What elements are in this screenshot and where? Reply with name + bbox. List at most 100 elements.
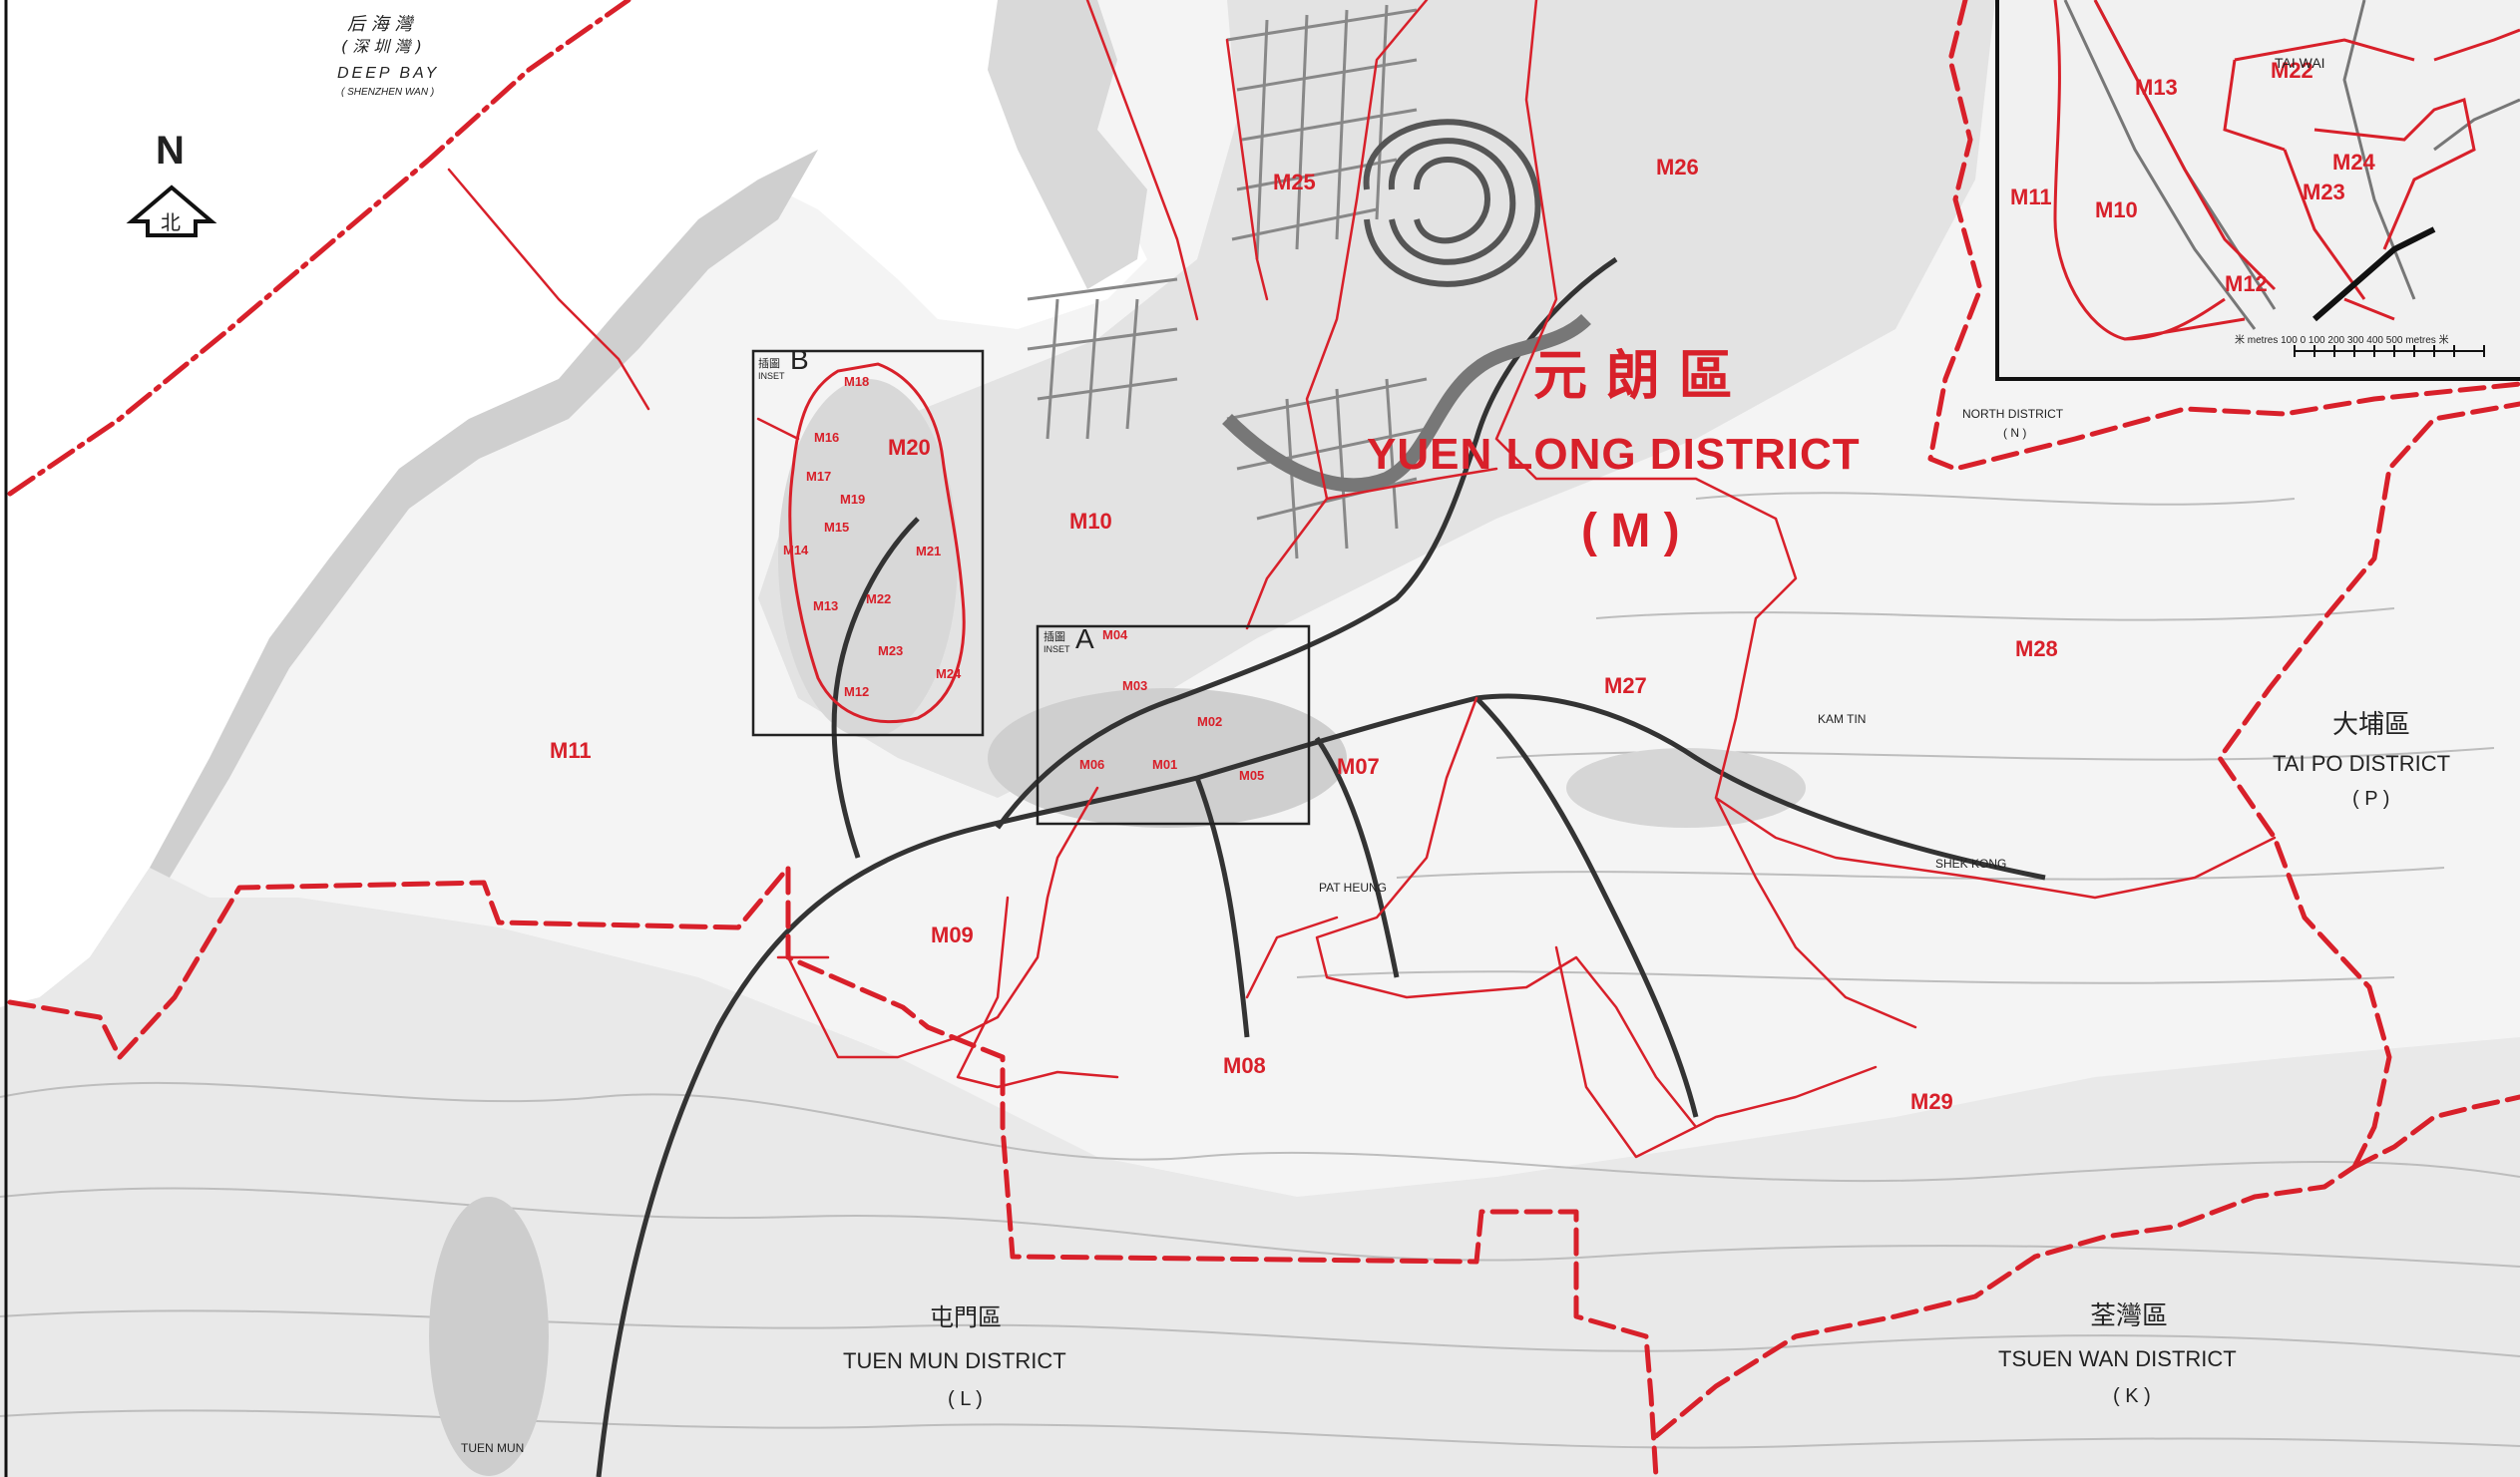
deep-bay-sea [0, 0, 1147, 1007]
area-m20[interactable]: M20 [888, 435, 931, 460]
north-chinese: 北 [161, 210, 181, 234]
tai-po-code: ( P ) [2352, 788, 2389, 810]
tr-inset-m13[interactable]: M13 [2135, 75, 2178, 100]
contours-pattern [0, 492, 2520, 1449]
inset-b-zh: 插圖 [758, 356, 780, 370]
inset-b-labels[interactable]: M18 M16 M17 M19 M15 M14 M21 M22 M13 M23 … [783, 374, 962, 699]
inset-b-m19[interactable]: M19 [840, 492, 865, 507]
area-m26[interactable]: M26 [1656, 155, 1699, 180]
inset-a-m05[interactable]: M05 [1239, 768, 1264, 783]
shenzhen-boundary [7, 0, 631, 497]
area-m10[interactable]: M10 [1069, 509, 1112, 534]
sea-name-zh: 后 海 灣 [347, 14, 414, 35]
inset-b-m15[interactable]: M15 [824, 520, 849, 535]
sea-name-en: DEEP BAY [337, 65, 439, 82]
main-roads [596, 256, 2046, 1477]
place-pat-heung: PAT HEUNG [1319, 881, 1387, 895]
tai-po-east-boundary [2351, 1094, 2520, 1170]
tuen-mun-boundary [7, 865, 1659, 1477]
inset-b-frame[interactable]: B 插圖 INSET [751, 344, 985, 737]
inset-boundaries [2053, 0, 2520, 341]
area-m08[interactable]: M08 [1223, 1053, 1266, 1078]
tuen-mun-code: ( L ) [948, 1388, 983, 1410]
area-m09[interactable]: M09 [931, 923, 974, 947]
inset-a-frame[interactable]: A 插圖 INSET [1036, 623, 1311, 826]
inset-b-en: INSET [758, 371, 785, 381]
inset-a-labels[interactable]: M04 M03 M02 M06 M01 M05 [1079, 627, 1264, 783]
area-m28[interactable]: M28 [2015, 636, 2058, 661]
tr-inset-place: TAI WAI [2275, 55, 2325, 71]
inset-b-m13[interactable]: M13 [813, 598, 838, 613]
north-arrow: N 北 [126, 129, 217, 237]
north-district-code: ( N ) [2003, 426, 2026, 440]
scale-bar [2294, 345, 2485, 357]
inset-a-m06[interactable]: M06 [1079, 757, 1104, 772]
inset-a-m04[interactable]: M04 [1102, 627, 1128, 642]
tai-po-name-zh: 大埔區 [2332, 710, 2410, 740]
area-m25[interactable]: M25 [1273, 170, 1316, 194]
tai-po-boundary [2217, 401, 2520, 1170]
area-m29[interactable]: M29 [1910, 1089, 1953, 1114]
neighbour-labels: NORTH DISTRICT ( N ) 大埔區 TAI PO DISTRICT… [843, 407, 2450, 1410]
coastal-fringe [40, 150, 818, 1007]
inset-b-m18[interactable]: M18 [844, 374, 869, 389]
area-m07[interactable]: M07 [1337, 754, 1380, 779]
place-labels: PAT HEUNG KAM TIN SHEK KONG TUEN MUN [461, 712, 2006, 1455]
tr-inset-m12[interactable]: M12 [2225, 271, 2268, 296]
district-code: ( M ) [1581, 505, 1680, 557]
tr-inset-m10[interactable]: M10 [2095, 197, 2138, 222]
inset-b-outline [788, 362, 966, 724]
inset-a-m02[interactable]: M02 [1197, 714, 1222, 729]
inset-b-m24[interactable]: M24 [936, 666, 962, 681]
place-tuen-mun: TUEN MUN [461, 1441, 524, 1455]
tr-inset-m24[interactable]: M24 [2332, 150, 2376, 175]
yuen-long-town [988, 688, 1347, 828]
boundary-layer [7, 0, 2520, 1477]
tuen-mun-cluster [429, 1197, 549, 1476]
tr-inset-m22[interactable]: M22 [2271, 58, 2313, 83]
fairview-park [1363, 119, 1541, 287]
tuen-mun-name-zh: 屯門區 [930, 1303, 1002, 1331]
place-shek-kong: SHEK KONG [1935, 857, 2006, 871]
inset-a-m03[interactable]: M03 [1122, 678, 1147, 693]
inset-b-letter: B [790, 344, 809, 375]
dense-urban-texture [758, 0, 1995, 798]
sea-label: 后 海 灣 ( 深 圳 灣 ) DEEP BAY ( SHENZHEN WAN … [337, 14, 439, 98]
north-arrow-icon [126, 185, 217, 237]
place-kam-tin: KAM TIN [1818, 712, 1866, 726]
river [1222, 313, 1591, 493]
kam-tin-cluster [1566, 748, 1806, 828]
tai-po-name-en: TAI PO DISTRICT [2273, 751, 2450, 776]
san-tin-grid [1027, 4, 1428, 559]
tr-inset-m11[interactable]: M11 [2010, 185, 2052, 209]
inset-a-letter: A [1075, 623, 1094, 654]
inset-railway [2312, 226, 2436, 322]
constituency-boundaries [447, 0, 2277, 1159]
district-name-zh: 元 朗 區 [1533, 344, 1733, 407]
area-m11[interactable]: M11 [550, 738, 592, 763]
north-district-name: NORTH DISTRICT [1962, 407, 2064, 421]
constituency-labels[interactable]: M25 M26 M20 M10 M27 M28 M11 M07 M09 M08 … [550, 155, 2058, 1114]
inset-a-m01[interactable]: M01 [1152, 757, 1177, 772]
tr-inset-scale-text: 米 metres 100 0 100 200 300 400 500 metre… [2235, 333, 2449, 346]
inset-b-m23[interactable]: M23 [878, 643, 903, 658]
inset-b-m12[interactable]: M12 [844, 684, 869, 699]
inset-a-en: INSET [1044, 644, 1070, 654]
inset-b-m22[interactable]: M22 [866, 591, 891, 606]
north-district-boundary [1927, 0, 2520, 472]
district-title: 元 朗 區 YUEN LONG DISTRICT ( M ) [1367, 344, 1861, 557]
inset-b-m16[interactable]: M16 [814, 430, 839, 445]
inset-b-m21[interactable]: M21 [916, 544, 941, 558]
area-m27[interactable]: M27 [1604, 673, 1647, 698]
tsuen-wan-name-en: TSUEN WAN DISTRICT [1998, 1346, 2237, 1371]
tin-shui-wai-cluster [778, 379, 958, 738]
top-right-inset[interactable]: M13 M22 M11 M10 M24 M23 M12 TAI WAI 米 me… [1995, 0, 2520, 381]
tsuen-wan-code: ( K ) [2113, 1385, 2151, 1407]
district-name-en: YUEN LONG DISTRICT [1367, 430, 1861, 479]
inset-b-m14[interactable]: M14 [783, 543, 809, 557]
inset-b-m17[interactable]: M17 [806, 469, 831, 484]
tsuen-wan-name-zh: 荃灣區 [2090, 1301, 2168, 1331]
tr-inset-m23[interactable]: M23 [2303, 180, 2345, 204]
tsuen-wan-boundary [1653, 1164, 2357, 1439]
